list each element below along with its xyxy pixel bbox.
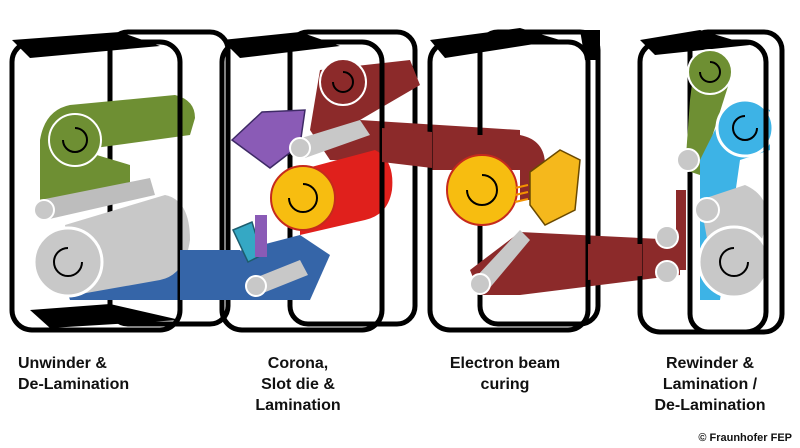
electron-beam-unit [529,149,581,226]
corona-unit-purple [230,109,306,169]
rewinder-green-roll-arrow-icon [699,61,721,83]
station-label-rewinder: Rewinder & Lamination / De-Lamination [640,353,780,416]
coating-lower-idler-end [245,275,267,297]
coating-dark-red-roll-arrow-icon [332,71,354,93]
station-label-line: Corona, [267,355,329,372]
unwinder-upper-idler [40,178,155,220]
unwinder-station [9,29,240,333]
rewinder-grey-idler-upper [676,148,700,172]
unwinder-frame-depth-top [12,32,160,58]
curing-yellow-roll-arrow-icon [466,174,498,206]
curing-yellow-roll [446,154,518,226]
station-label-line: Electron beam [449,355,561,372]
unwinder-green-roll-arrow-icon [62,127,88,153]
coating-frame-depth-top [222,32,340,58]
station-label-line: Unwinder & [18,355,107,372]
unwinder-frame-depth-bottom [30,304,180,328]
unwinder-green-roll [48,113,102,167]
coating-grey-idler [295,120,370,158]
web-path-red-bridge [382,128,432,168]
curing-lower-idler-end [469,273,491,295]
web-path-red-bridge-2 [588,244,642,280]
station-label-curing: Electron beam curing [440,353,570,395]
station-label-line: De-Lamination [18,376,130,393]
station-label-line: Slot die & [261,376,335,393]
coating-frame-front [219,39,385,333]
unwinder-main-roll-arrow-icon [53,247,83,277]
rewinder-grey-idler-middle [694,197,720,223]
station-label-line: De-Lamination [654,397,766,414]
rewinder-station [637,29,785,335]
rewinder-light-blue-roll [715,98,775,158]
station-label-line: Lamination / [662,376,758,393]
rewinder-grey-idler-lower [655,260,679,284]
station-label-coating: Corona, Slot die & Lamination [238,353,358,416]
electron-beam-ray-3 [514,198,529,203]
electron-beam-ray-1 [514,184,529,189]
curing-lower-idler [475,230,530,290]
station-label-line: Rewinder & [665,355,754,372]
electron-beam-ray-2 [514,191,529,196]
station-label-line: curing [480,376,530,393]
coating-grey-idler-end [289,137,311,159]
rewinder-dark-red-web [676,190,686,270]
unwinder-main-roll [32,226,104,298]
station-label-unwinder: Unwinder & De-Lamination [18,353,129,395]
rewinder-grey-idler-left [655,225,679,249]
coating-station [219,29,520,333]
curing-frame-front [427,39,591,333]
rewinder-light-blue-roll-arrow-icon [732,115,758,141]
rewinder-frame-front [637,39,769,335]
coating-dark-red-roll [319,58,367,106]
coating-yellow-roll-arrow-icon [288,183,318,213]
unwinder-upper-idler-end [33,199,55,221]
copyright-credit: © Fraunhofer FEP [698,432,792,444]
rewinder-green-roll [687,49,733,95]
curing-frame-depth-right [580,30,600,60]
coating-yellow-roll [270,165,336,231]
web-path-blue-bridge [180,250,240,300]
rewinder-main-roll-arrow-icon [719,247,749,277]
slot-die-purple [255,215,267,257]
rewinder-main-roll [697,225,771,299]
station-label-line: Lamination [255,397,341,414]
unwinder-frame-front [9,39,183,333]
